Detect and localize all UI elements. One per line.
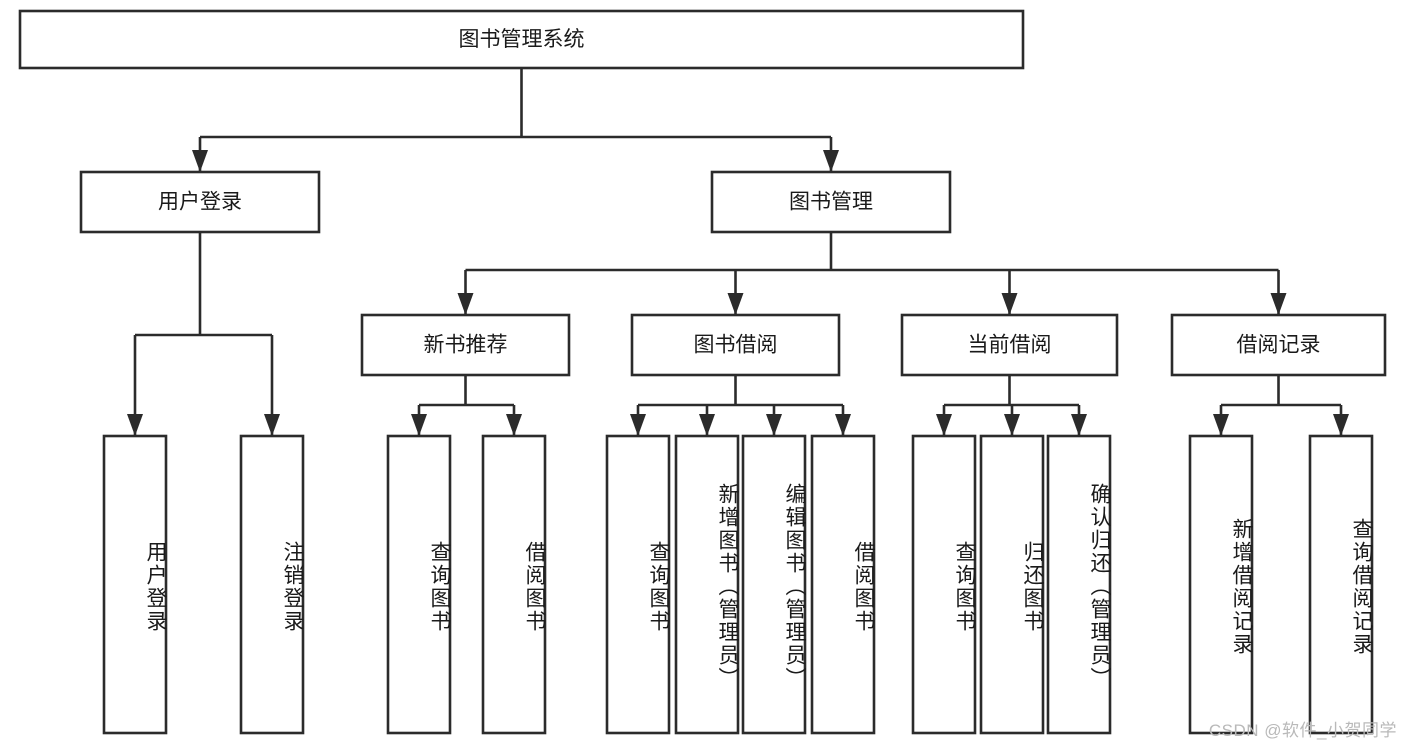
node-new-book-recommend-box[interactable] bbox=[360, 313, 571, 377]
arrow-head-icon bbox=[630, 414, 646, 436]
node-leaf-query-book-2-box[interactable] bbox=[605, 434, 671, 735]
arrow-head-icon bbox=[823, 150, 839, 172]
arrow-head-icon bbox=[192, 150, 208, 172]
arrow-head-icon bbox=[1270, 293, 1287, 315]
arrow-head-icon bbox=[936, 414, 952, 436]
node-book-manage-box[interactable] bbox=[710, 170, 952, 234]
arrow-head-icon bbox=[506, 414, 522, 436]
arrow-head-icon bbox=[835, 414, 851, 436]
arrow-head-icon bbox=[727, 293, 744, 315]
arrow-head-icon bbox=[457, 293, 474, 315]
node-leaf-edit-book-box[interactable] bbox=[741, 434, 807, 735]
node-borrow-record-label: 借阅记录 bbox=[1237, 334, 1321, 357]
node-leaf-query-record-box[interactable] bbox=[1308, 434, 1374, 735]
node-leaf-user-login-box[interactable] bbox=[102, 434, 168, 735]
node-leaf-confirm-return-box[interactable] bbox=[1046, 434, 1112, 735]
arrow-head-icon bbox=[766, 414, 782, 436]
node-root-label: 图书管理系统 bbox=[459, 28, 585, 51]
node-leaf-query-book-3-box[interactable] bbox=[911, 434, 977, 735]
node-leaf-borrow-book-2-box[interactable] bbox=[810, 434, 876, 735]
node-root-box[interactable] bbox=[18, 9, 1025, 70]
arrow-head-icon bbox=[1333, 414, 1349, 436]
node-book-borrow-label: 图书借阅 bbox=[694, 334, 778, 357]
node-book-manage-label: 图书管理 bbox=[789, 191, 873, 214]
node-borrow-record-box[interactable] bbox=[1170, 313, 1387, 377]
node-book-borrow-box[interactable] bbox=[630, 313, 841, 377]
node-leaf-return-book-box[interactable] bbox=[979, 434, 1045, 735]
node-leaf-add-record-box[interactable] bbox=[1188, 434, 1254, 735]
arrow-head-icon bbox=[699, 414, 715, 436]
node-user-login-box[interactable] bbox=[79, 170, 321, 234]
node-leaf-add-book-box[interactable] bbox=[674, 434, 740, 735]
node-user-login-label: 用户登录 bbox=[158, 191, 242, 214]
arrow-head-icon bbox=[264, 414, 280, 436]
arrow-head-icon bbox=[411, 414, 427, 436]
arrow-head-icon bbox=[1004, 414, 1020, 436]
arrow-head-icon bbox=[1001, 293, 1018, 315]
node-leaf-logout-box[interactable] bbox=[239, 434, 305, 735]
node-new-book-recommend-label: 新书推荐 bbox=[424, 334, 508, 357]
box-layer bbox=[18, 9, 1387, 735]
watermark-text: CSDN @软件_小贺同学 bbox=[1208, 721, 1397, 740]
arrow-head-icon bbox=[1213, 414, 1229, 436]
node-current-borrow-label: 当前借阅 bbox=[968, 334, 1052, 357]
arrow-head-icon bbox=[1071, 414, 1087, 436]
node-leaf-query-book-1-box[interactable] bbox=[386, 434, 452, 735]
node-leaf-borrow-book-1-box[interactable] bbox=[481, 434, 547, 735]
arrow-head-icon bbox=[127, 414, 143, 436]
node-current-borrow-box[interactable] bbox=[900, 313, 1119, 377]
connector-layer bbox=[127, 68, 1349, 436]
